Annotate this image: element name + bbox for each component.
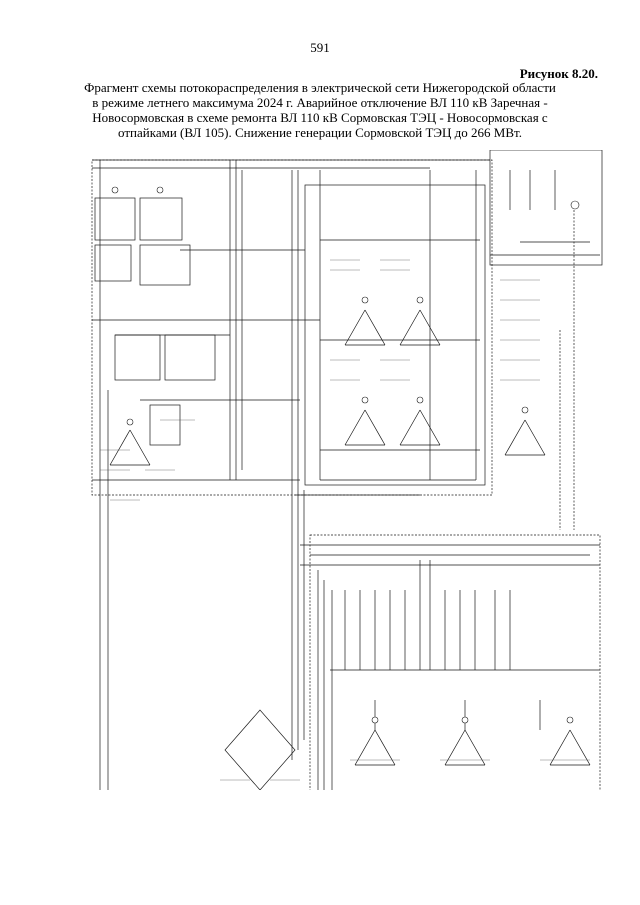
trunk-lines-middle bbox=[291, 170, 305, 760]
transformer-star-6 bbox=[504, 419, 546, 456]
breaker-circle bbox=[570, 200, 580, 210]
scheme-frame-center bbox=[304, 184, 486, 486]
label-placeholder-lines bbox=[220, 759, 590, 781]
transformer-star-8 bbox=[444, 729, 486, 766]
buses-lower bbox=[295, 494, 600, 671]
breaker-circle bbox=[416, 296, 424, 304]
trunk-lines-right bbox=[559, 210, 575, 530]
breaker-circle bbox=[566, 716, 574, 724]
power-flow-scheme bbox=[0, 150, 640, 790]
breaker-circle bbox=[111, 186, 119, 194]
trunk-lines-lower bbox=[317, 560, 431, 790]
feeders-lower-3 bbox=[374, 700, 541, 730]
breaker-circle bbox=[521, 406, 529, 414]
substation-block-5 bbox=[114, 334, 161, 381]
substation-block-6 bbox=[164, 334, 216, 381]
substation-block-1 bbox=[94, 197, 136, 241]
buses-center bbox=[320, 239, 480, 481]
scheme-frame-lower bbox=[309, 534, 601, 790]
feeders-lower-2 bbox=[444, 590, 511, 670]
breaker-circle bbox=[361, 296, 369, 304]
substation-block-3 bbox=[94, 244, 132, 282]
trunk-lines-center bbox=[319, 170, 477, 480]
substation-block-4 bbox=[139, 244, 191, 286]
transformer-star-4 bbox=[344, 409, 386, 446]
label-placeholder-lines bbox=[100, 419, 195, 501]
label-placeholder-lines bbox=[330, 259, 410, 381]
page-number: 591 bbox=[310, 40, 330, 55]
feeders-upper-right bbox=[509, 170, 556, 210]
scheme-frame-upper-right bbox=[489, 150, 603, 266]
breaker-circle bbox=[361, 396, 369, 404]
breaker-circle bbox=[371, 716, 379, 724]
bridge-diamond bbox=[224, 709, 296, 790]
trunk-lines-far-left bbox=[99, 160, 109, 790]
scheme-drawing bbox=[91, 150, 603, 790]
figure-caption: Фрагмент схемы потокораспределения в эле… bbox=[84, 80, 556, 140]
transformer-star-5 bbox=[399, 409, 441, 446]
label-placeholder-lines bbox=[500, 279, 540, 381]
breaker-circle bbox=[156, 186, 164, 194]
breaker-circle bbox=[461, 716, 469, 724]
figure-label: Рисунок 8.20. bbox=[519, 66, 598, 81]
transformer-star-9 bbox=[549, 729, 591, 766]
breaker-circle bbox=[416, 396, 424, 404]
transformer-star-7 bbox=[354, 729, 396, 766]
transformer-star-2 bbox=[344, 309, 386, 346]
substation-block-2 bbox=[139, 197, 183, 241]
buses-upper-right bbox=[490, 241, 600, 256]
substation-block-7 bbox=[149, 404, 181, 446]
transformer-star-3 bbox=[399, 309, 441, 346]
breaker-circle bbox=[126, 418, 134, 426]
feeders-lower-1 bbox=[344, 590, 406, 670]
transformer-star-1 bbox=[109, 429, 151, 466]
